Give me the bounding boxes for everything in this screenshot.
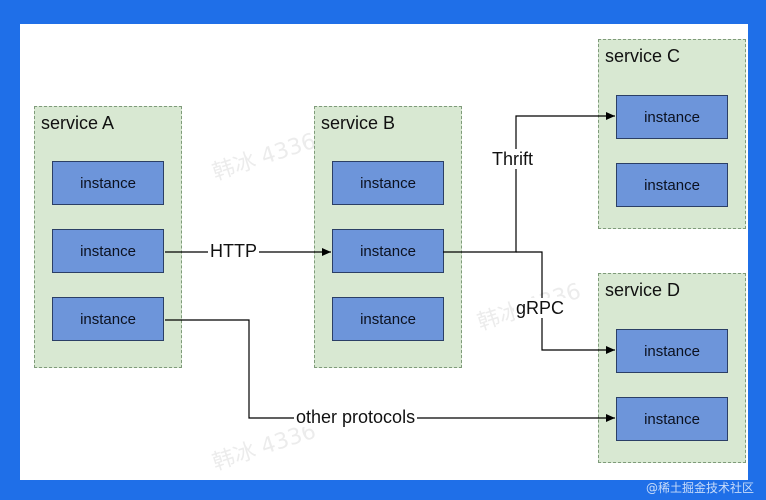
instance-box: instance [52, 161, 164, 205]
other-protocols-connector [165, 319, 615, 422]
instance-box: instance [616, 397, 728, 441]
http-label: HTTP [208, 241, 259, 261]
service-title: service B [321, 113, 396, 133]
instance-box: instance [616, 329, 728, 373]
service-title: service C [605, 46, 681, 66]
instance-box: instance [332, 229, 444, 273]
service-d: service D instance instance [598, 273, 746, 463]
instance-box: instance [332, 297, 444, 341]
thrift-connector [443, 112, 615, 253]
instance-box: instance [52, 297, 164, 341]
diagram-canvas: 韩冰 4336 韩冰 4336 韩冰 4336 service A instan… [20, 24, 748, 480]
grpc-label: gRPC [514, 298, 567, 318]
service-a: service A instance instance instance [34, 106, 182, 368]
instance-box: instance [332, 161, 444, 205]
service-c: service C instance instance [598, 39, 746, 229]
service-title: service D [605, 280, 681, 300]
service-b: service B instance instance instance [314, 106, 462, 368]
instance-box: instance [616, 95, 728, 139]
other-protocols-label: other protocols [294, 407, 418, 427]
footer-credit: @稀土掘金技术社区 [645, 481, 754, 495]
instance-box: instance [616, 163, 728, 207]
service-title: service A [41, 113, 115, 133]
thrift-label: Thrift [490, 149, 536, 169]
instance-box: instance [52, 229, 164, 273]
